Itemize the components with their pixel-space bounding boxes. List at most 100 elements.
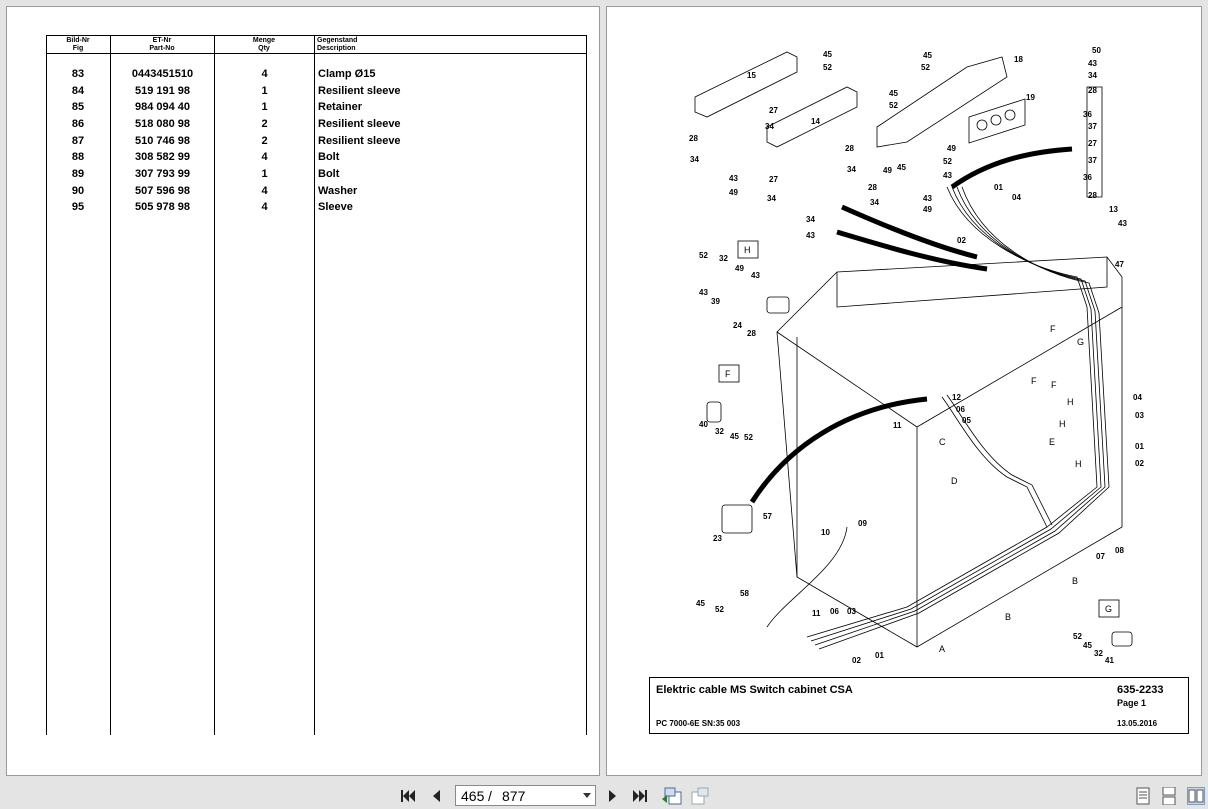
part-callout: 02 <box>852 656 861 665</box>
view-marker: F <box>1051 380 1057 390</box>
continuous-view-button[interactable] <box>1160 787 1178 805</box>
part-callout: 03 <box>847 607 856 616</box>
part-callout: 52 <box>921 63 930 72</box>
part-callout: 28 <box>845 144 854 153</box>
part-callout: 28 <box>868 183 877 192</box>
view-marker: G <box>1077 337 1084 347</box>
chevron-down-icon[interactable] <box>583 793 591 798</box>
part-callout: 49 <box>923 205 932 214</box>
machine-model: PC 7000-6E SN:35 003 <box>656 719 741 728</box>
part-callout: 27 <box>769 175 778 184</box>
part-callout: 32 <box>719 254 728 263</box>
part-callout: 49 <box>947 144 956 153</box>
part-callout: 01 <box>994 183 1003 192</box>
exploded-view-drawing: H F G F F F G H H E H C D B B A 50 43 34… <box>689 46 1144 665</box>
part-callout: 52 <box>889 101 898 110</box>
part-callout: 45 <box>730 432 739 441</box>
part-callout: 50 <box>1092 46 1101 55</box>
part-callout: 09 <box>858 519 867 528</box>
part-callout: 49 <box>729 188 738 197</box>
page-selector[interactable]: 465 / 877 <box>455 785 596 806</box>
part-callout: 19 <box>1026 93 1035 102</box>
part-callout: 04 <box>1133 393 1142 402</box>
part-callout: 02 <box>957 236 966 245</box>
current-page: 465 <box>461 788 485 804</box>
part-callout: 28 <box>1088 191 1097 200</box>
part-callout: 43 <box>1088 59 1097 68</box>
part-callout: 52 <box>715 605 724 614</box>
view-marker: H <box>1075 459 1082 469</box>
part-callout: 52 <box>823 63 832 72</box>
view-marker: H <box>1059 419 1066 429</box>
part-callout: 40 <box>699 420 708 429</box>
part-callout: 52 <box>943 157 952 166</box>
part-callout: 43 <box>729 174 738 183</box>
view-marker: B <box>1005 612 1011 622</box>
viewer-toolbar: 465 / 877 <box>0 780 1208 809</box>
continuous-page-icon <box>1162 787 1176 805</box>
part-callout: 02 <box>1135 459 1144 468</box>
previous-page-button[interactable] <box>428 787 446 805</box>
triangle-right-icon <box>609 790 616 802</box>
drawing-number: 635-2233 <box>1117 684 1164 696</box>
drawing-page-number: Page 1 <box>1117 698 1147 708</box>
part-callout: 52 <box>1073 632 1082 641</box>
part-callout: 06 <box>956 405 965 414</box>
part-callout: 36 <box>1083 110 1092 119</box>
part-callout: 45 <box>897 163 906 172</box>
part-callout: 01 <box>1135 442 1144 451</box>
view-marker: E <box>1049 437 1055 447</box>
two-page-icon <box>1188 789 1204 803</box>
part-callout: 45 <box>923 51 932 60</box>
part-callout: 37 <box>1088 122 1097 131</box>
first-page-button[interactable] <box>399 787 417 805</box>
part-callout: 43 <box>923 194 932 203</box>
triangle-left-icon <box>433 790 440 802</box>
part-callout: 13 <box>1109 205 1118 214</box>
part-callout: 28 <box>1088 86 1097 95</box>
last-page-button[interactable] <box>631 787 649 805</box>
part-callout: 34 <box>690 155 699 164</box>
part-callout: 37 <box>1088 156 1097 165</box>
back-view-button[interactable] <box>661 787 683 805</box>
part-callout: 18 <box>1014 55 1023 64</box>
back-view-icon <box>662 787 682 805</box>
drawing-date: 13.05.2016 <box>1117 719 1158 728</box>
part-callout: 45 <box>889 89 898 98</box>
part-callout: 34 <box>767 194 776 203</box>
part-callout: 28 <box>747 329 756 338</box>
part-callout: 24 <box>733 321 742 330</box>
part-callout: 12 <box>952 393 961 402</box>
part-callout: 45 <box>696 599 705 608</box>
view-label-h: H <box>744 245 751 255</box>
next-page-button[interactable] <box>603 787 621 805</box>
view-marker: A <box>939 644 945 654</box>
part-callout: 04 <box>1012 193 1021 202</box>
view-marker: C <box>939 437 946 447</box>
part-callout: 43 <box>806 231 815 240</box>
part-callout: 34 <box>847 165 856 174</box>
view-marker: B <box>1072 576 1078 586</box>
part-callout: 10 <box>821 528 830 537</box>
part-callout: 11 <box>893 421 902 430</box>
part-callout: 07 <box>1096 552 1105 561</box>
view-marker: F <box>1050 324 1056 334</box>
part-callout: 49 <box>735 264 744 273</box>
forward-view-button[interactable] <box>690 787 712 805</box>
view-marker: F <box>1031 376 1037 386</box>
part-callout: 43 <box>751 271 760 280</box>
single-page-view-button[interactable] <box>1134 787 1152 805</box>
two-page-view-button[interactable] <box>1187 787 1205 805</box>
part-callout: 41 <box>1105 656 1114 665</box>
title-block: Elektric cable MS Switch cabinet CSA PC … <box>649 677 1189 734</box>
